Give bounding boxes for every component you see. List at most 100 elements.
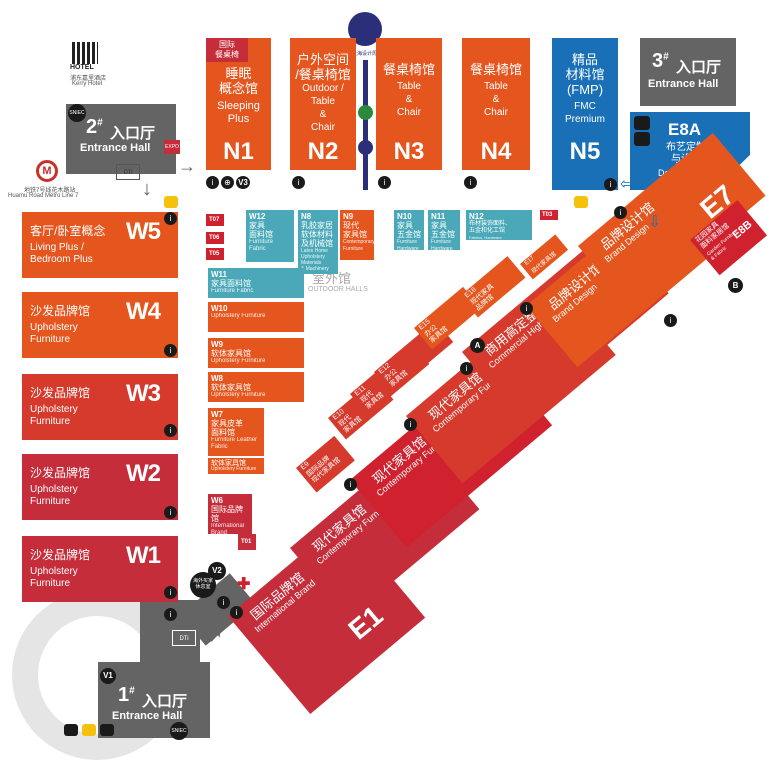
info-icon[interactable]: i xyxy=(164,212,177,225)
w8-code: W8 xyxy=(211,374,223,383)
connector-dot xyxy=(358,140,373,155)
car-icon[interactable] xyxy=(64,724,78,736)
n11-cn: 家具 五金馆 xyxy=(431,221,455,239)
info-icon[interactable]: i xyxy=(520,302,533,315)
luggage-icon[interactable] xyxy=(634,132,650,146)
info-icon[interactable]: i xyxy=(344,478,357,491)
info-icon[interactable]: i xyxy=(378,176,391,189)
outdoor-t05[interactable]: T05 xyxy=(206,248,224,260)
info-icon[interactable]: i xyxy=(230,606,243,619)
outdoor-t06[interactable]: T06 xyxy=(206,232,224,244)
outdoor-w6[interactable]: W6 国际品牌馆 International Brand xyxy=(208,494,252,536)
w8-en: Upholstery Furniture xyxy=(211,392,266,398)
hall-n2[interactable]: 户外空间 /餐桌椅馆 Outdoor / Table & Chair N2 xyxy=(290,38,356,170)
entrance-arrow: ➚ xyxy=(208,626,224,646)
info-icon[interactable]: i xyxy=(464,176,477,189)
hall-n3[interactable]: 餐桌椅馆 Table & Chair N3 xyxy=(376,38,442,170)
info-icon[interactable]: i xyxy=(614,206,627,219)
marker-b[interactable]: B xyxy=(728,278,743,293)
first-aid-icon[interactable]: ✚ xyxy=(237,576,251,593)
n1-cn: 睡眠 概念馆 xyxy=(218,66,258,96)
w12-en: Furniture Fabric xyxy=(249,239,274,252)
info-icon[interactable]: i xyxy=(164,506,177,519)
e9-cn: 国际品牌 现代家具馆 xyxy=(305,455,342,485)
outdoor-n9[interactable]: N9 现代 家具馆 Contemporary Furniture xyxy=(340,210,375,260)
info-icon[interactable]: i xyxy=(164,586,177,599)
marker-a[interactable]: A xyxy=(470,338,485,353)
n4-cn: 餐桌椅馆 xyxy=(469,62,522,77)
outdoor-t03[interactable]: T03 xyxy=(540,210,558,220)
outdoor-w7b[interactable]: 软体家具馆 Upholstery Furniture xyxy=(208,458,264,474)
info-icon[interactable]: i xyxy=(206,176,219,189)
w9-code: W9 xyxy=(211,340,223,349)
w9-cn: 软体家具馆 xyxy=(211,349,251,358)
outdoor-w8[interactable]: W8 软体家具馆 Upholstery Furniture xyxy=(208,372,304,402)
hotel-cn: 浦东嘉里酒店 xyxy=(70,76,107,82)
globe-icon[interactable]: ⊕ xyxy=(221,176,234,189)
info-icon[interactable]: i xyxy=(164,424,177,437)
restaurant-icon[interactable]: EXPO xyxy=(164,140,180,154)
entrance-hall-3[interactable]: 3# 入口厅 Entrance Hall xyxy=(640,38,736,106)
info-icon[interactable]: i xyxy=(664,314,677,327)
people-icon[interactable] xyxy=(100,724,114,736)
outdoor-n11[interactable]: N11 家具 五金馆 Furniture Hardware xyxy=(428,210,460,252)
outdoor-n8[interactable]: N8 乳胶家居 软体材料 及机械馆 Latex Home Upholstery … xyxy=(298,210,338,274)
w3-code: W3 xyxy=(126,380,161,407)
info-icon[interactable]: i xyxy=(164,344,177,357)
outdoor-w9[interactable]: W9 软体家具馆 Upholstery Furniture xyxy=(208,338,304,368)
outdoor-w12[interactable]: W12 家具 面料馆 Furniture Fabric xyxy=(246,210,294,262)
sniec-marker-top[interactable]: SNIEC xyxy=(68,104,86,122)
info-icon[interactable]: i xyxy=(604,178,617,191)
entrance-2-arrow-down: ↓ xyxy=(142,178,152,200)
taxi-icon[interactable] xyxy=(82,724,96,736)
t01-code: T01 xyxy=(241,539,252,545)
n9-cn: 现代 家具馆 xyxy=(343,221,367,239)
hall-n4[interactable]: 餐桌椅馆 Table & Chair N4 xyxy=(462,38,530,170)
design-week-label: 世博上海设计周 xyxy=(342,51,378,57)
outdoor-t01[interactable]: T01 xyxy=(238,534,256,550)
v1-marker[interactable]: V1 xyxy=(100,668,116,684)
outdoor-w11[interactable]: W11 家具面料馆 Furniture Fabric xyxy=(208,268,304,298)
outdoor-w7[interactable]: W7 家具皮革 面料馆 Furniture Leather Fabric xyxy=(208,408,264,456)
info-icon[interactable]: i xyxy=(164,608,177,621)
taxi-icon[interactable] xyxy=(164,196,178,208)
hall-w4[interactable]: 沙发品牌馆 Upholstery Furniture W4 xyxy=(22,292,178,358)
n11-en: Furniture Hardware xyxy=(431,239,453,252)
w7-code: W7 xyxy=(211,410,223,419)
outdoor-n12[interactable]: N12 布材装饰面料、 五金和化工馆 Fabrics, Hardware & C… xyxy=(466,210,532,245)
sniec-marker-bottom[interactable]: SNIEC xyxy=(170,722,188,740)
metro-cn: 地铁7号线花木路站 xyxy=(24,188,76,194)
people-icon[interactable] xyxy=(634,116,650,130)
hall-w1[interactable]: 沙发品牌馆 Upholstery Furniture W1 xyxy=(22,536,178,602)
info-icon[interactable]: i xyxy=(404,418,417,431)
w6-code: W6 xyxy=(211,496,223,505)
info-icon[interactable]: i xyxy=(292,176,305,189)
outdoor-w10[interactable]: W10 Upholstery Furniture xyxy=(208,302,304,332)
outdoor-n10[interactable]: N10 家具 五金馆 Furniture Hardware xyxy=(394,210,424,252)
hall-n5[interactable]: 精品 材料馆 (FMP) FMC Premium N5 xyxy=(552,38,618,190)
v3-icon[interactable]: V3 xyxy=(236,176,250,189)
outdoor-t07[interactable]: T07 xyxy=(206,214,224,226)
t07-code: T07 xyxy=(209,217,220,223)
w6-en: International Brand xyxy=(211,523,245,536)
hall-w5[interactable]: 客厅/卧室概念 Living Plus / Bedroom Plus W5 xyxy=(22,212,178,278)
entrance-2-cn: 入口厅 xyxy=(110,125,156,142)
lounge-marker[interactable]: 海外买家 休息室 xyxy=(190,572,216,598)
taxi-icon[interactable] xyxy=(574,196,588,208)
w5-code: W5 xyxy=(126,218,161,245)
w7-en: Furniture Leather Fabric xyxy=(211,437,258,450)
hotel-en: Kerry Hotel xyxy=(72,81,103,87)
w4-code: W4 xyxy=(126,298,161,325)
n5-en: FMC Premium xyxy=(564,101,605,125)
info-icon[interactable]: i xyxy=(217,596,230,609)
w3-en: Upholstery Furniture xyxy=(30,404,78,427)
w1-code: W1 xyxy=(126,542,161,569)
info-icon[interactable]: i xyxy=(460,362,473,375)
entrance-hall-1[interactable]: 1# 入口厅 Entrance Hall xyxy=(98,662,210,738)
outdoor-en: OUTDOOR HALLS xyxy=(308,286,368,293)
hall-w2[interactable]: 沙发品牌馆 Upholstery Furniture W2 xyxy=(22,454,178,520)
hall-n1[interactable]: 国际 餐桌椅 睡眠 概念馆 Sleeping Plus N1 xyxy=(206,38,271,170)
hall-w3[interactable]: 沙发品牌馆 Upholstery Furniture W3 xyxy=(22,374,178,440)
hotel-label: HOTEL xyxy=(70,64,94,71)
